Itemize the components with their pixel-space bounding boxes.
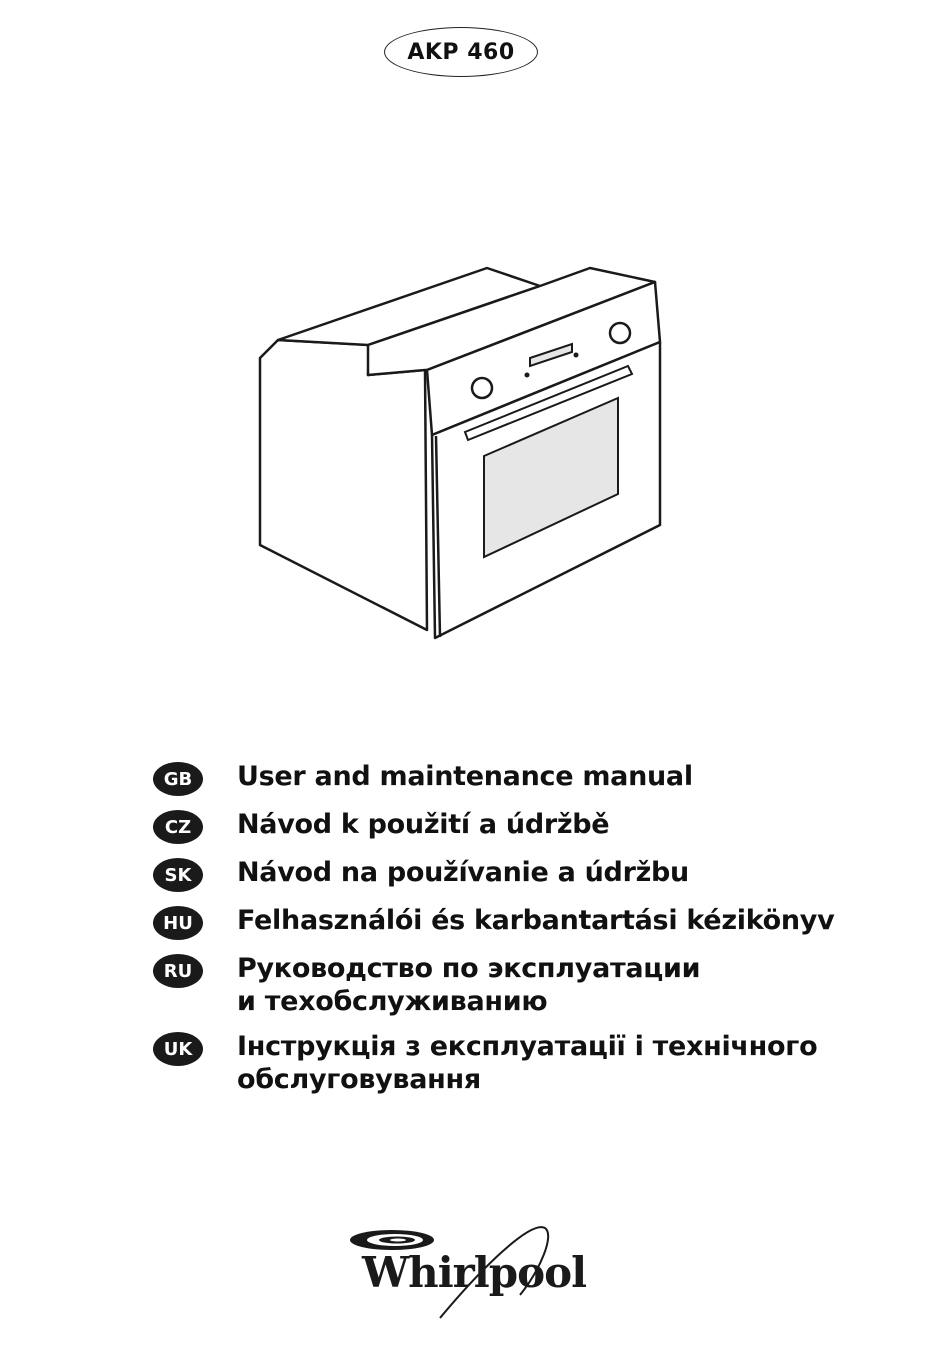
language-badge: GB	[153, 762, 203, 796]
language-title: Інструкція з експлуатації і технічного о…	[237, 1031, 818, 1095]
language-title: User and maintenance manual	[237, 761, 693, 792]
whirlpool-logo: Whirlpool	[340, 1210, 600, 1320]
brand-name: Whirlpool	[362, 1248, 587, 1297]
oven-icon	[258, 266, 662, 640]
language-badge: HU	[153, 906, 203, 940]
language-title: Návod na používanie a údržbu	[237, 857, 689, 888]
language-badge: RU	[153, 954, 203, 988]
model-number: AKP 460	[407, 39, 515, 65]
language-list: GB User and maintenance manual CZ Návod …	[153, 760, 913, 1108]
language-row-sk: SK Návod na používanie a údržbu	[153, 856, 913, 892]
swirl-icon	[350, 1226, 550, 1319]
language-badge: SK	[153, 858, 203, 892]
language-title: Руководство по эксплуатации и техобслужи…	[237, 953, 701, 1017]
model-label: AKP 460	[384, 27, 538, 77]
language-row-ru: RU Руководство по эксплуатации и техобсл…	[153, 952, 913, 1018]
language-row-hu: HU Felhasználói és karbantartási kézikön…	[153, 904, 913, 940]
language-title: Návod k použití a údržbě	[237, 809, 610, 840]
language-row-gb: GB User and maintenance manual	[153, 760, 913, 796]
language-row-uk: UK Інструкція з експлуатації і технічног…	[153, 1030, 913, 1096]
language-title: Felhasználói és karbantartási kézikönyv	[237, 905, 835, 936]
language-row-cz: CZ Návod k použití a údržbě	[153, 808, 913, 844]
language-badge: UK	[153, 1032, 203, 1066]
language-badge: CZ	[153, 810, 203, 844]
